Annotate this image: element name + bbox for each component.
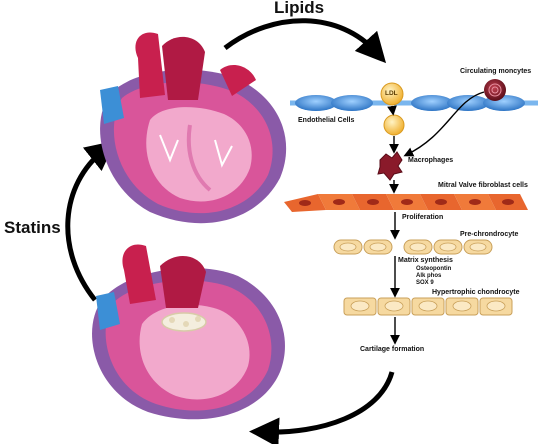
fibroblast-cells [284, 194, 528, 212]
heart-upper-illustration [100, 32, 287, 224]
ldl-label: LDL [385, 90, 398, 97]
cartilage-formation-label: Cartilage formation [360, 346, 425, 353]
pre-chondrocyte-label: Pre-chrondrocyte [460, 231, 519, 238]
hypertrophic-chondrocyte-cells [343, 297, 513, 316]
endothelial-cells-label: Endothelial Cells [298, 117, 355, 124]
pathway-arrow-1 [387, 105, 397, 116]
monocyte-arrow [403, 91, 485, 157]
alk-phos-label: Alk phos [416, 273, 442, 279]
ldl-particle-internalized [383, 114, 405, 136]
circulating-monocyte [484, 79, 506, 101]
pre-chondrocyte-cells [333, 239, 493, 255]
hypertrophic-chondrocyte-label: Hypertrophic chondrocyte [432, 289, 520, 296]
heart-lower-illustration [92, 244, 285, 420]
sox9-label: SOX 9 [416, 280, 434, 286]
cycle-arrow-top [223, 18, 387, 64]
macrophages-label: Macrophages [408, 157, 454, 164]
circulating-monocytes-label: Circulating moncytes [460, 68, 532, 75]
matrix-synthesis-label: Matrix synthesis [398, 257, 453, 264]
cycle-arrow-bottom [249, 371, 395, 444]
osteopontin-label: Osteopontin [416, 266, 452, 272]
mitral-fibroblast-label: Mitral Valve fibroblast cells [438, 182, 528, 189]
cycle-arrow-left [65, 140, 116, 302]
lipids-label: Lipids [274, 0, 325, 17]
statins-label: Statins [4, 218, 61, 237]
macrophage [377, 151, 403, 181]
ldl-particle [380, 82, 404, 106]
proliferation-label: Proliferation [402, 214, 444, 221]
